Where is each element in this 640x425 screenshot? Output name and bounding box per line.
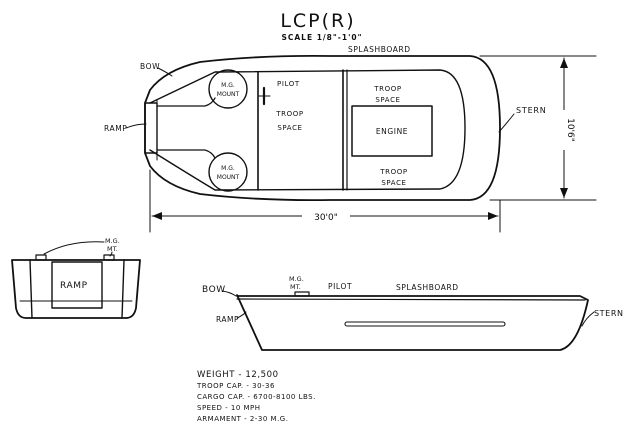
spec-armament: ARMAMENT - 2-30 M.G. [197,415,288,423]
side-label-splashboard: SPLASHBOARD [396,283,459,292]
plan-beam-dimension-text: 10'6" [565,118,575,142]
front-mg-mount-left [35,254,47,261]
plan-fwd-well-bottom [156,149,216,159]
spec-speed: SPEED - 10 MPH [197,404,261,412]
plan-label-splashboard: SPLASHBOARD [348,45,411,54]
plan-label-troop-top-1: TROOP [373,85,401,93]
plan-label-pilot: PILOT [277,80,300,88]
front-label-mg-1: M.G. [105,237,120,245]
plan-hull-outline [144,54,501,202]
side-hull-outline [236,294,589,351]
plan-view: SPLASHBOARD BOW RAMP STERN PILOT TROOP S… [104,45,597,233]
spec-troop-capacity: TROOP CAP. - 30-36 [196,382,275,390]
side-label-stern: STERN [594,309,624,318]
drawing-title: LCP(R) [280,10,355,32]
side-mg-mount [294,291,310,297]
plan-label-bow: BOW [140,62,160,71]
plan-length-dimension-text: 30'0" [314,213,338,223]
plan-label-stern: STERN [516,106,547,115]
side-label-pilot: PILOT [328,282,352,291]
plan-fwd-well-top [156,97,216,107]
plan-label-troop-bot-2: SPACE [381,179,406,187]
drawing-scale: SCALE 1/8"-1'0" [281,33,362,42]
front-mg-mount-right [103,254,115,261]
side-label-mg-1: M.G. [289,275,304,283]
side-view: BOW RAMP M.G. MT. PILOT SPLASHBOARD STER… [202,275,624,351]
side-label-bow: BOW [202,285,226,295]
spec-cargo-capacity: CARGO CAP. - 6700-8100 LBS. [197,393,316,401]
side-label-ramp: RAMP [216,315,239,324]
front-label-mg-2: MT. [107,245,118,253]
plan-engine-box [351,105,433,157]
specifications-block: WEIGHT - 12,500 TROOP CAP. - 30-36 CARGO… [196,370,316,423]
plan-label-troop-bot-1: TROOP [379,168,407,176]
plan-mg-bot-label-1: M.G. [221,165,235,172]
front-ramp-panel [51,261,103,309]
plan-inner-coaming [149,69,466,191]
plan-label-engine: ENGINE [376,127,408,136]
plan-ramp-opening [144,102,158,154]
plan-label-troop-top-2: SPACE [375,96,400,104]
plan-label-troop-fwd-1: TROOP [275,110,303,118]
plan-mg-top-label-2: MOUNT [217,91,240,98]
plan-mg-mount-bottom [208,152,248,192]
plan-mg-top-label-1: M.G. [221,82,235,89]
plan-mg-bot-label-2: MOUNT [217,174,240,181]
plan-label-troop-fwd-2: SPACE [277,124,302,132]
front-hull-outline [11,259,141,319]
plan-mg-mount-top [208,69,248,109]
side-label-mg-2: MT. [290,283,301,291]
spec-weight: WEIGHT - 12,500 [197,370,279,380]
side-rub-rail [344,321,506,327]
plan-label-ramp: RAMP [104,124,127,133]
front-label-ramp: RAMP [60,281,88,291]
front-view: RAMP M.G. MT. [11,237,141,319]
